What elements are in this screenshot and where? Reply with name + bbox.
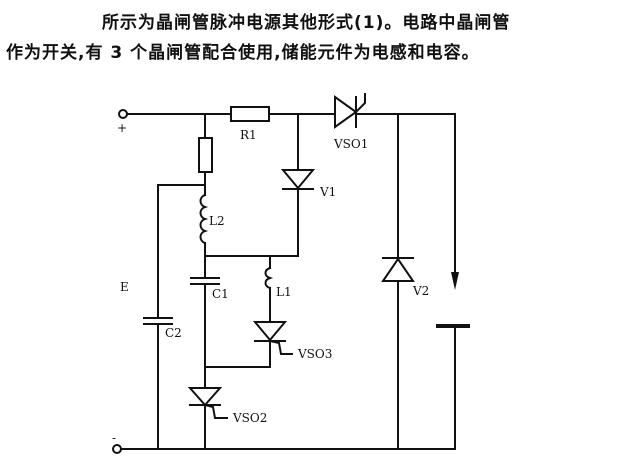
- resistor-upper: [198, 137, 213, 173]
- caption-line-1: 所示为晶闸管脉冲电源其他形式(1)。电路中晶闸管: [102, 13, 511, 33]
- diode-v1: [280, 169, 316, 190]
- vso1-label: VSO1: [333, 137, 368, 151]
- resistor-r1: R1: [230, 106, 270, 142]
- l2-label: L2: [209, 214, 225, 228]
- positive-label: +: [117, 121, 127, 135]
- thyristor-vso1: VSO1: [333, 93, 368, 151]
- vso2-label: VSO2: [232, 411, 267, 425]
- negative-label: -: [112, 431, 116, 445]
- c1-label: C1: [212, 287, 229, 301]
- diode-v1-branch: V1: [204, 113, 336, 257]
- l1-label: L1: [276, 285, 292, 299]
- c2-label: C2: [165, 326, 182, 340]
- thyristor-vso3: [252, 321, 288, 342]
- negative-terminal: -: [112, 431, 122, 454]
- l1-vso3-branch: L1 VSO3: [204, 255, 332, 368]
- middle-branch: L2 C1 VSO2: [187, 113, 267, 450]
- load-branch: [436, 113, 470, 450]
- c2-branch: C2 E: [120, 184, 206, 450]
- caption-line-2: 作为开关,有 3 个晶闸管配合使用,储能元件为电感和电容。: [6, 43, 480, 63]
- v2-label: V2: [412, 284, 429, 298]
- current-arrow-icon: [451, 272, 459, 290]
- inductor-l2: [199, 193, 209, 245]
- inductor-l1: [264, 266, 274, 290]
- thyristor-vso2: [187, 387, 223, 407]
- diode-v2-branch: V2: [381, 113, 429, 450]
- vso3-label: VSO3: [297, 347, 332, 361]
- r1-label: R1: [240, 128, 257, 142]
- positive-terminal: +: [117, 109, 128, 135]
- v1-label: V1: [319, 185, 336, 199]
- e-label: E: [120, 280, 129, 294]
- diode-v2: [381, 257, 415, 282]
